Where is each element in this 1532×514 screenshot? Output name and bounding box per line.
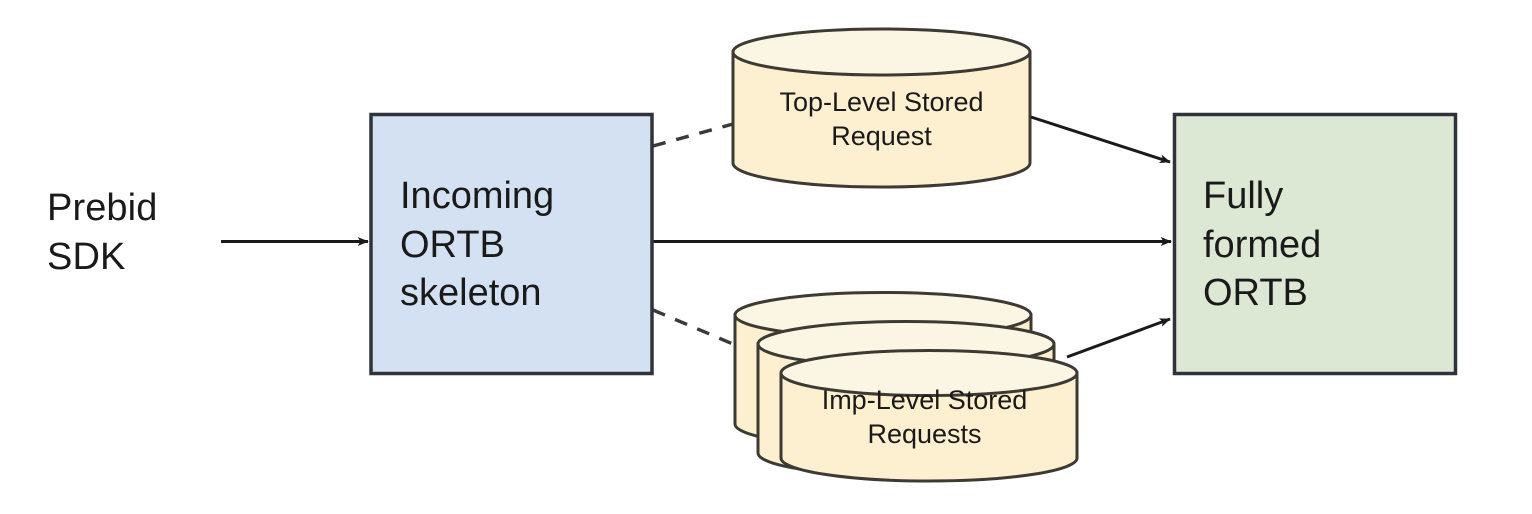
node-incoming-ortb-skeleton[interactable] xyxy=(369,112,654,376)
node-top-level-stored-request[interactable] xyxy=(731,27,1032,189)
edge-imp-stored-to-fully-formed xyxy=(1066,317,1171,359)
edge-top-stored-to-fully-formed xyxy=(1030,115,1171,164)
edge-incoming-to-top-stored xyxy=(652,122,734,148)
node-imp-level-stored-requests-front[interactable] xyxy=(779,349,1079,483)
node-fully-formed-ortb[interactable] xyxy=(1172,112,1458,376)
